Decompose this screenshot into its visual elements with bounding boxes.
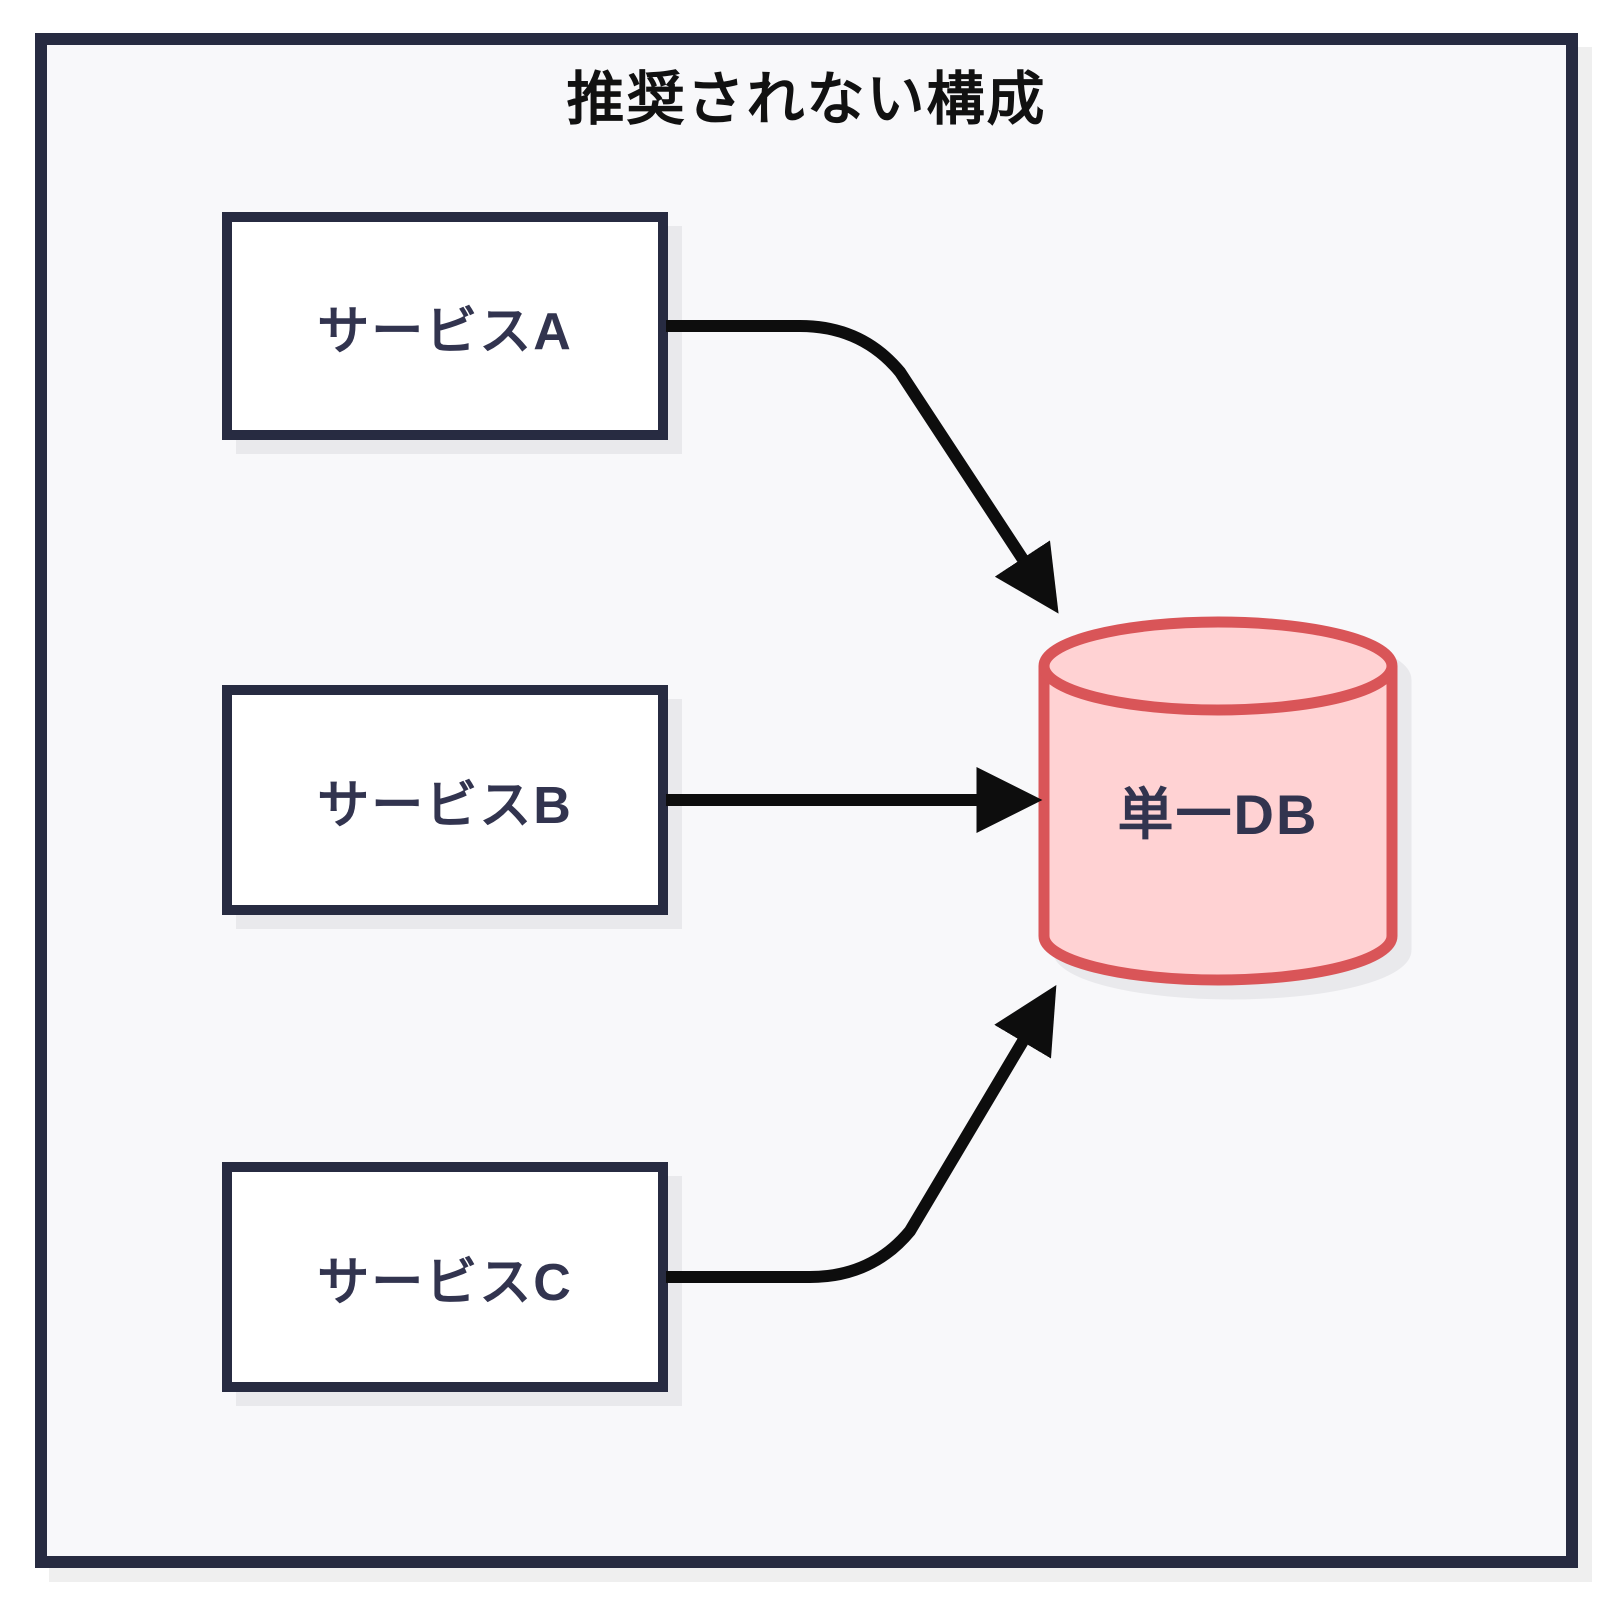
node-service-a: サービスA <box>222 212 668 440</box>
node-database-label: 単一DB <box>1117 782 1319 846</box>
node-service-c-label: サービスC <box>317 1253 573 1312</box>
node-service-a-label: サービスA <box>317 302 573 361</box>
node-service-b-label: サービスB <box>317 776 573 835</box>
node-service-b: サービスB <box>222 685 668 915</box>
node-service-c: サービスC <box>222 1162 668 1392</box>
diagram-title: 推奨されない構成 <box>566 67 1047 132</box>
